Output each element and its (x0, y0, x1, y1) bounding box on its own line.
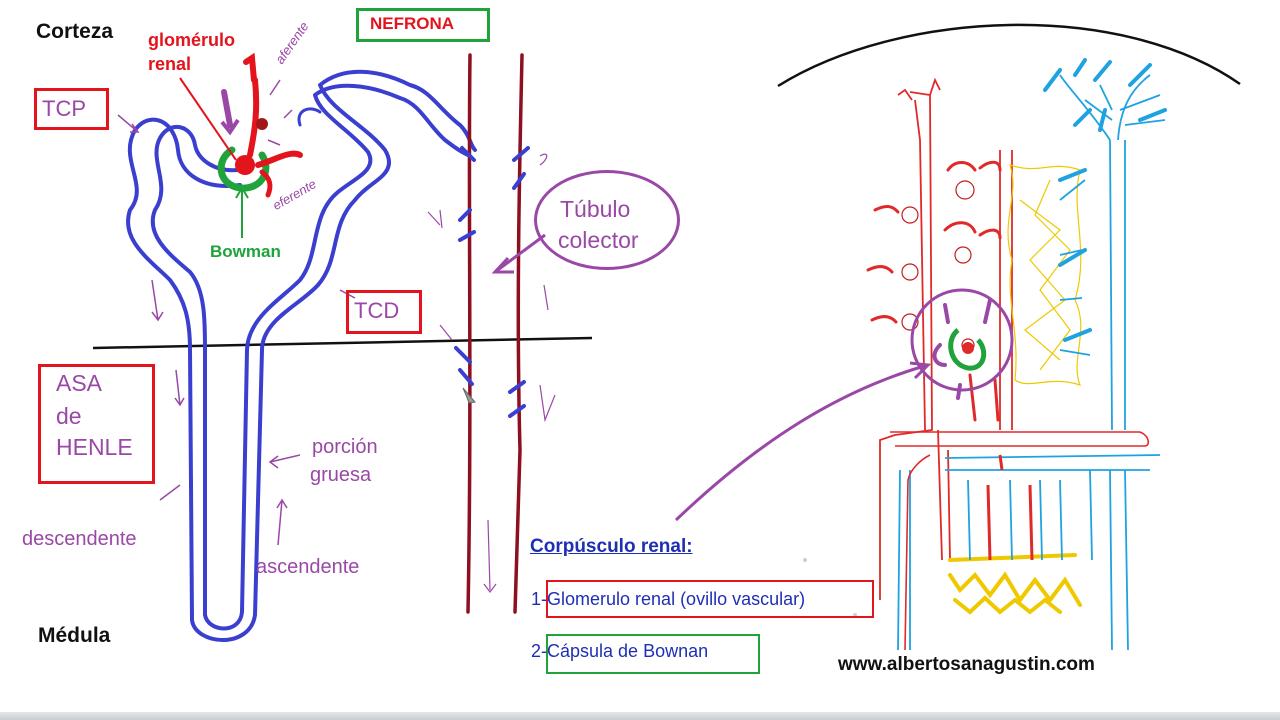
glomerulus (235, 155, 255, 175)
kidney-capsule-arc (777, 23, 1241, 88)
lymphatic-base (948, 553, 1082, 615)
legend-item2: 2-Cápsula de Bownan (531, 641, 709, 661)
label-nefrona: NEFRONA (370, 14, 455, 33)
venous-system (897, 74, 1166, 651)
label-bowman: Bowman (210, 242, 281, 261)
tcd-box (346, 290, 422, 334)
label-gruesa: gruesa (310, 464, 372, 486)
label-de: de (56, 403, 82, 429)
window-bottom-edge (0, 712, 1280, 720)
cortex-medulla-line (92, 336, 593, 350)
renal-artery (879, 77, 951, 600)
afferent-arteriole (247, 77, 260, 158)
label-ascendente: ascendente (256, 556, 360, 578)
label-glomerulo: glomérulo (148, 30, 236, 50)
label-descendente: descendente (22, 528, 137, 550)
collecting-duct (466, 53, 524, 614)
legend-title: Corpúsculo renal: (530, 536, 693, 557)
cortical-glomeruli (866, 160, 1002, 324)
duct-connectors (454, 146, 530, 418)
legend-item2-box (546, 634, 760, 674)
glomerulus-group (179, 52, 303, 238)
corpuscle-highlight-circle (910, 288, 1014, 392)
label-corteza: Corteza (36, 20, 114, 43)
asa-henle-box (38, 364, 155, 484)
website-link: www.albertosanagustin.com (838, 654, 1095, 675)
label-porcion: porción (312, 436, 378, 458)
corpuscle-pointer-arrow (674, 363, 929, 522)
nefrona-box (356, 8, 490, 42)
efferent-arteriole (255, 150, 303, 168)
tubulo-colector-ellipse (534, 170, 680, 270)
label-renal: renal (148, 54, 192, 74)
flow-arrows (117, 114, 356, 546)
label-henle: HENLE (56, 434, 133, 460)
duct-sketch-marks (427, 153, 556, 593)
label-medula: Médula (38, 624, 111, 647)
tcp-box (34, 88, 109, 130)
label-colector: colector (558, 227, 639, 253)
label-tcp: TCP (42, 96, 86, 121)
label-tubulo: Túbulo (560, 196, 631, 222)
label-tcd: TCD (354, 298, 400, 323)
label-asa: ASA (56, 370, 103, 396)
bowman-capsule (217, 146, 270, 192)
legend-item1: 1-Glomerulo renal (ovillo vascular) (531, 589, 806, 609)
legend-item1-box (546, 580, 874, 618)
nephron-tube (126, 69, 477, 642)
